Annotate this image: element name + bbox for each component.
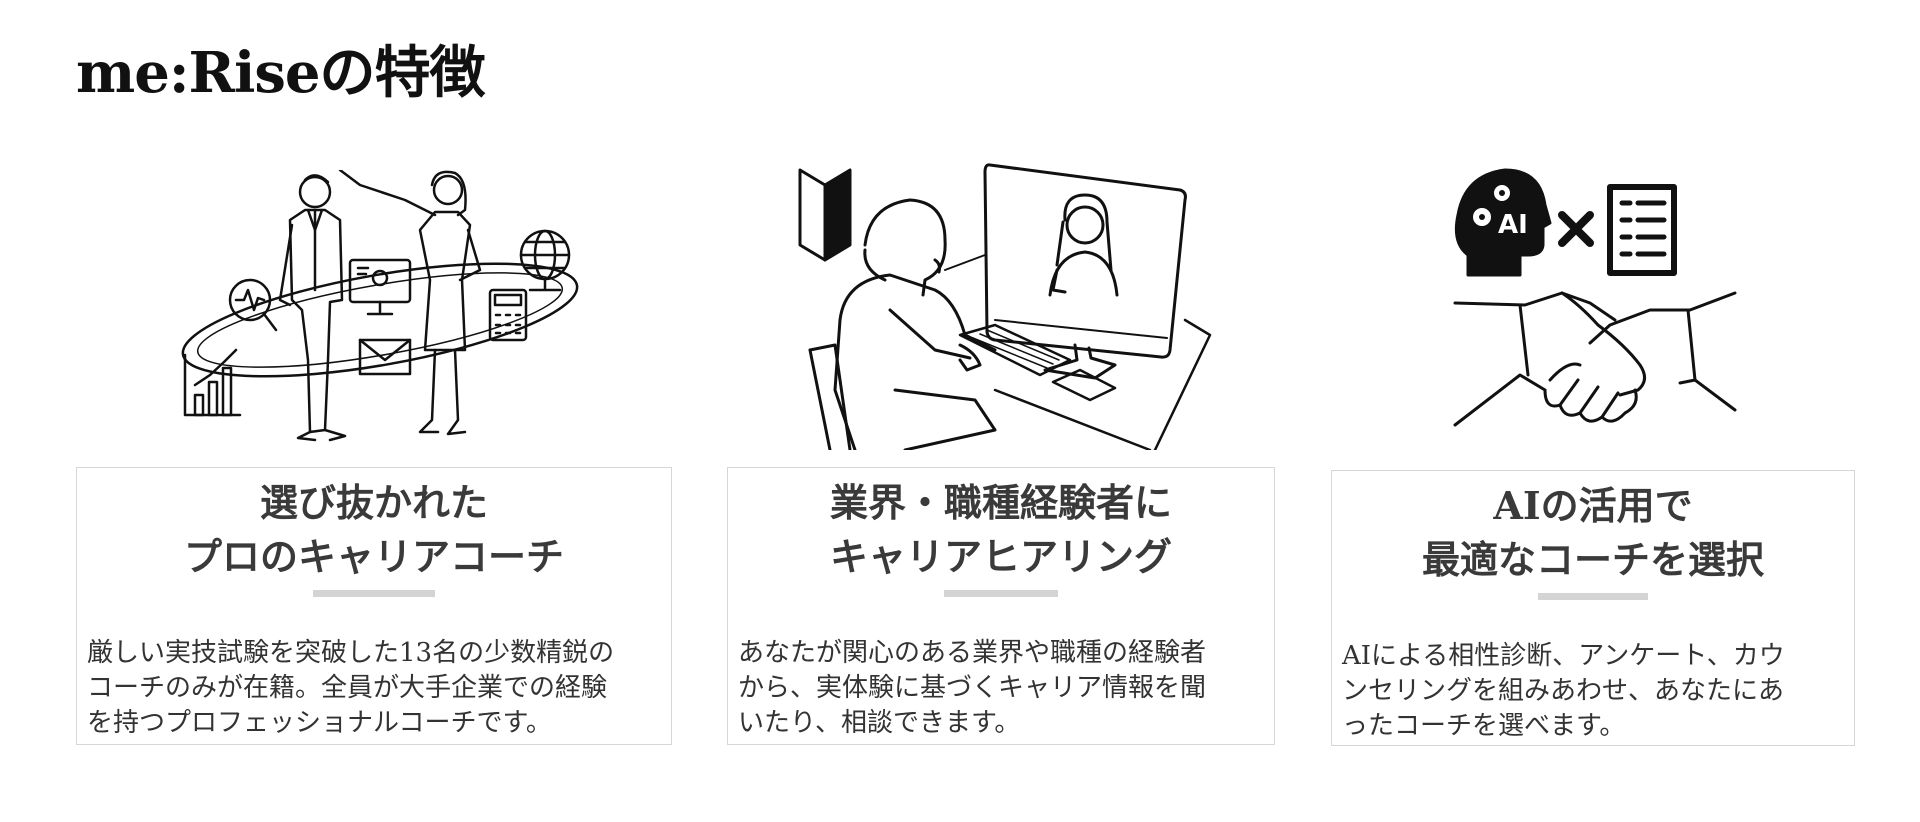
- page-title: me:Riseの特徴: [76, 40, 486, 106]
- ai-badge-text: AI: [1498, 210, 1528, 240]
- title-divider: [944, 590, 1058, 597]
- checklist-icon: [1607, 184, 1677, 276]
- times-icon: [1558, 211, 1594, 247]
- feature-card-2: 業界・職種経験者に キャリアヒアリング あなたが関心のある業界や職種の経験者 か…: [727, 467, 1275, 745]
- video-call-icon: [795, 160, 1215, 450]
- gear-icon: [1473, 185, 1510, 226]
- feature-description: AIによる相性診断、アンケート、カウ ンセリングを組みあわせ、あなたにあ ったコ…: [1342, 641, 1785, 741]
- feature-title: AIの活用で 最適なコーチを選択: [1421, 483, 1764, 582]
- feature-description: あなたが関心のある業界や職種の経験者 から、実体験に基づくキャリア情報を聞 いた…: [738, 638, 1207, 738]
- title-divider: [313, 590, 435, 597]
- feature-card-1: 選び抜かれた プロのキャリアコーチ 厳しい実技試験を突破した13名の少数精鋭の …: [76, 467, 672, 745]
- feature-description: 厳しい実技試験を突破した13名の少数精鋭の コーチのみが在籍。全員が大手企業での…: [87, 638, 615, 738]
- business-presentation-icon: [180, 170, 580, 450]
- feature-title: 業界・職種経験者に キャリアヒアリング: [829, 480, 1172, 579]
- ai-handshake-icon: AI: [1450, 165, 1740, 435]
- title-divider: [1538, 593, 1648, 600]
- feature-title: 選び抜かれた プロのキャリアコーチ: [183, 480, 564, 579]
- feature-card-3: AIの活用で 最適なコーチを選択 AIによる相性診断、アンケート、カウ ンセリン…: [1331, 470, 1855, 746]
